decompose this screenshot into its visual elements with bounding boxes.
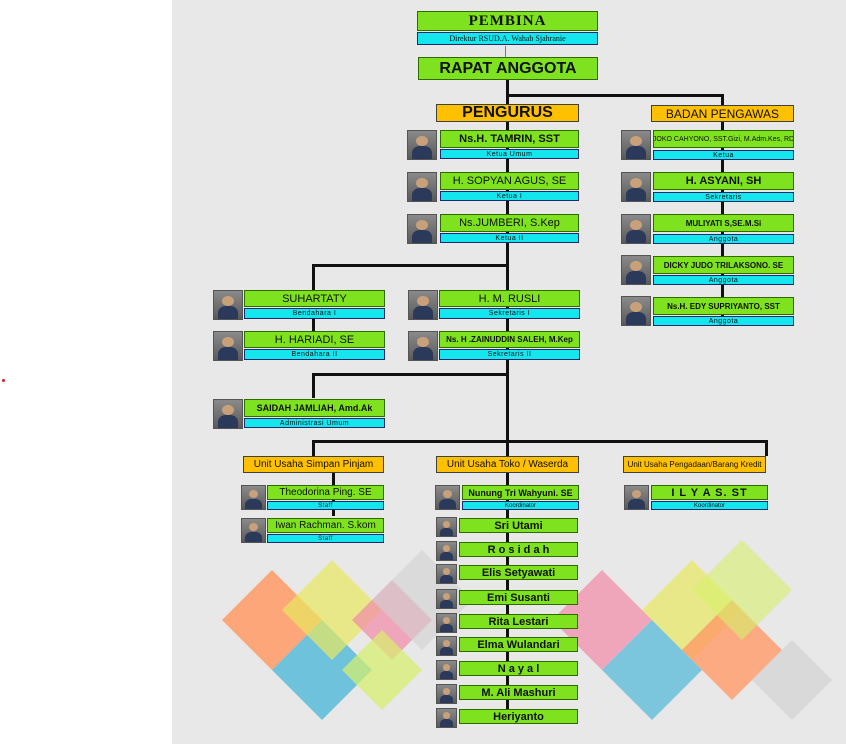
photo-avatar	[407, 214, 437, 244]
pengawas-role: Sekretaris	[653, 192, 794, 202]
photo-avatar	[621, 130, 651, 160]
red-dot	[2, 379, 5, 382]
photo-avatar	[436, 636, 457, 656]
toko-staff-name: Heriyanto	[459, 709, 578, 724]
unit-simpan-pinjam-header: Unit Usaha Simpan Pinjam	[243, 456, 384, 473]
sekretaris-name: Ns. H .ZAINUDDIN SALEH, M.Kep	[439, 331, 580, 348]
photo-avatar	[436, 613, 457, 633]
pengawas-header: BADAN PENGAWAS	[651, 105, 794, 122]
rapat-anggota: RAPAT ANGGOTA	[418, 57, 598, 80]
pembina-subtitle: Direktur RSUD.A. Wahab Sjahranie	[417, 32, 598, 45]
photo-avatar	[213, 290, 243, 320]
photo-avatar	[436, 589, 457, 609]
photo-avatar	[407, 130, 437, 160]
line	[506, 94, 724, 97]
org-chart: PEMBINA Direktur RSUD.A. Wahab Sjahranie…	[172, 0, 846, 744]
photo-avatar	[408, 331, 438, 361]
photo-avatar	[621, 296, 651, 326]
simpan-pinjam-name: Theodorina Ping. SE	[267, 485, 384, 500]
photo-avatar	[436, 564, 457, 584]
line	[505, 46, 506, 58]
pengurus-role: Ketua Umum	[440, 149, 579, 159]
toko-koordinator-role: Koordinator	[462, 501, 579, 510]
pembina-title: PEMBINA	[417, 11, 598, 31]
pengawas-name: JOKO CAHYONO, SST.Gizi, M.Adm.Kes, RD	[653, 130, 794, 148]
photo-avatar	[621, 255, 651, 285]
sekretaris-role: Sekretaris I	[439, 308, 580, 319]
pengawas-name: MULIYATI S,SE.M.Si	[653, 214, 794, 232]
toko-staff-name: R o s i d a h	[459, 542, 578, 557]
pengurus-role: Ketua II	[440, 233, 579, 243]
toko-staff-name: M. Ali Mashuri	[459, 685, 578, 700]
admin-name: SAIDAH JAMLIAH, Amd.Ak	[244, 399, 385, 417]
pengawas-role: Ketua	[653, 150, 794, 160]
line	[765, 440, 768, 456]
photo-avatar	[621, 214, 651, 244]
bendahara-role: Bendahara II	[244, 349, 385, 360]
photo-avatar	[621, 172, 651, 202]
line	[312, 373, 315, 398]
bendahara-name: H. HARIADI, SE	[244, 331, 385, 348]
toko-staff-name: Elma Wulandari	[459, 637, 578, 652]
photo-avatar	[436, 541, 457, 561]
line	[312, 440, 768, 443]
pengadaan-koordinator-name: I L Y A S. ST	[651, 485, 768, 500]
pengurus-name: H. SOPYAN AGUS, SE	[440, 172, 579, 190]
pengawas-role: Anggota	[653, 234, 794, 244]
toko-staff-name: N a y a l	[459, 661, 578, 676]
line	[506, 80, 509, 105]
line	[312, 308, 315, 332]
toko-staff-name: Emi Susanti	[459, 590, 578, 605]
line	[312, 264, 509, 267]
photo-avatar	[436, 660, 457, 680]
bendahara-name: SUHARTATY	[244, 290, 385, 307]
admin-role: Administrasi Umum	[244, 418, 385, 428]
photo-avatar	[435, 485, 460, 510]
pengurus-name: Ns.H. TAMRIN, SST	[440, 130, 579, 148]
pengawas-name: DICKY JUDO TRILAKSONO. SE	[653, 256, 794, 274]
photo-avatar	[241, 518, 266, 543]
sekretaris-name: H. M. RUSLI	[439, 290, 580, 307]
sekretaris-role: Sekretaris II	[439, 349, 580, 360]
pengawas-role: Anggota	[653, 316, 794, 326]
simpan-pinjam-role: Staff	[267, 501, 384, 510]
photo-avatar	[436, 708, 457, 728]
toko-staff-name: Sri Utami	[459, 518, 578, 533]
toko-koordinator-name: Nunung Tri Wahyuni. SE	[462, 485, 579, 500]
toko-staff-name: Rita Lestari	[459, 614, 578, 629]
pengurus-header: PENGURUS	[436, 104, 579, 122]
photo-avatar	[213, 399, 243, 429]
pengawas-name: Ns.H. EDY SUPRIYANTO, SST	[653, 297, 794, 315]
bendahara-role: Bendahara I	[244, 308, 385, 319]
line	[312, 264, 315, 290]
photo-avatar	[624, 485, 649, 510]
photo-avatar	[213, 331, 243, 361]
pengawas-role: Anggota	[653, 275, 794, 285]
photo-avatar	[436, 684, 457, 704]
toko-staff-name: Elis Setyawati	[459, 565, 578, 580]
photo-avatar	[408, 290, 438, 320]
pengurus-name: Ns.JUMBERI, S.Kep	[440, 214, 579, 232]
photo-avatar	[407, 172, 437, 202]
pengawas-name: H. ASYANI, SH	[653, 172, 794, 190]
pengadaan-koordinator-role: Koordinator	[651, 501, 768, 510]
photo-avatar	[436, 517, 457, 537]
simpan-pinjam-role: Staff	[267, 534, 384, 543]
line	[721, 94, 724, 106]
photo-avatar	[241, 485, 266, 510]
line	[312, 440, 315, 456]
line	[312, 373, 509, 376]
pengurus-role: Ketua I	[440, 191, 579, 201]
simpan-pinjam-name: Iwan Rachman. S.kom	[267, 518, 384, 533]
unit-pengadaan-header: Unit Usaha Pengadaan/Barang Kredit	[623, 456, 766, 473]
unit-toko-header: Unit Usaha Toko / Waserda	[436, 456, 579, 473]
